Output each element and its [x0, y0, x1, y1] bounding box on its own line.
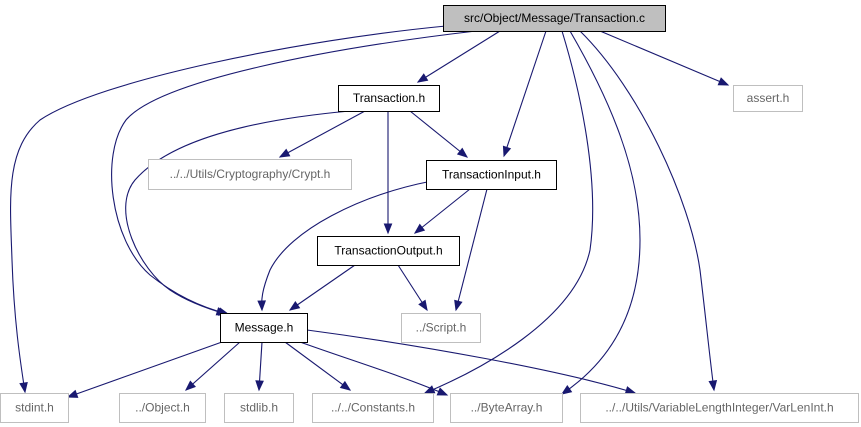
- arrowhead-root-to-stdint_h: [19, 381, 28, 394]
- node-stdint-h: stdint.h: [0, 393, 69, 423]
- edge-root-to-varlenint_h: [579, 30, 715, 391]
- node-box: [224, 393, 294, 423]
- node-label: src/Object/Message/Transaction.c: [464, 11, 645, 25]
- node-object-h: ../Object.h: [119, 393, 206, 423]
- node-varlenint-h: ../../Utils/VariableLengthInteger/VarLen…: [580, 393, 859, 423]
- edge-tin_h-to-script_h: [455, 188, 488, 311]
- edge-message_h-to-bytearray_h: [299, 341, 448, 396]
- node-stdlib-h: stdlib.h: [224, 393, 294, 423]
- arrowhead-message_h-to-stdint_h: [66, 389, 79, 398]
- arrowhead-message_h-to-stdlib_h: [255, 380, 264, 392]
- edge-message_h-to-stdint_h: [67, 341, 223, 398]
- edge-root-to-assert_h: [599, 30, 729, 86]
- edge-tout_h-to-message_h: [289, 264, 356, 311]
- arrowhead-transaction_h-to-crypt_h: [278, 148, 291, 158]
- node-box: [148, 159, 352, 190]
- arrowhead-root-to-varlenint_h: [708, 380, 718, 392]
- node-box: [338, 85, 440, 112]
- edge-message_h-to-constants_h: [284, 341, 351, 391]
- edge-root-to-message_h: [111, 30, 477, 315]
- node-tin-h[interactable]: TransactionInput.h: [426, 160, 557, 190]
- node-message-h[interactable]: Message.h: [220, 313, 308, 343]
- node-box: [450, 393, 563, 423]
- arrowhead-tin_h-to-script_h: [454, 299, 463, 312]
- node-script-h: ../Script.h: [401, 313, 481, 343]
- edge-transaction_h-to-crypt_h: [279, 110, 366, 158]
- arrowhead-message_h-to-varlenint_h: [624, 386, 637, 395]
- node-box: [119, 393, 206, 423]
- node-label: ../../Utils/VariableLengthInteger/VarLen…: [605, 401, 833, 415]
- node-crypt-h: ../../Utils/Cryptography/Crypt.h: [148, 159, 352, 190]
- node-label: stdint.h: [15, 401, 54, 415]
- node-assert-h: assert.h: [733, 85, 803, 112]
- node-box: [401, 313, 481, 343]
- node-label: ../ByteArray.h: [471, 401, 543, 415]
- node-label: ../../Utils/Cryptography/Crypt.h: [170, 167, 331, 181]
- node-bytearray-h: ../ByteArray.h: [450, 393, 563, 423]
- arrowhead-tout_h-to-message_h: [288, 301, 301, 311]
- node-box: [733, 85, 803, 112]
- node-label: TransactionInput.h: [442, 168, 541, 182]
- edge-root-to-constants_h: [424, 30, 594, 394]
- arrowhead-root-to-assert_h: [717, 77, 730, 86]
- arrowhead-transaction_h-to-tout_h: [383, 223, 393, 235]
- node-label: Transaction.h: [353, 91, 425, 105]
- arrowhead-tout_h-to-script_h: [418, 299, 428, 312]
- arrowhead-tin_h-to-tout_h: [413, 223, 426, 234]
- edge-transaction_h-to-message_h: [125, 110, 351, 315]
- node-label: ../../Constants.h: [331, 401, 415, 415]
- node-label: assert.h: [747, 91, 790, 105]
- node-label: stdlib.h: [240, 401, 278, 415]
- edge-root-to-transaction_h: [417, 30, 501, 83]
- node-label: ../Object.h: [135, 401, 190, 415]
- node-box: [580, 393, 859, 423]
- node-label: Message.h: [235, 321, 294, 335]
- edge-tin_h-to-tout_h: [414, 188, 471, 234]
- edge-root-to-tin_h: [503, 30, 547, 157]
- node-box: [0, 393, 69, 423]
- edge-root-to-bytearray_h: [561, 30, 641, 395]
- arrowhead-root-to-transaction_h: [416, 73, 429, 83]
- node-root[interactable]: src/Object/Message/Transaction.c: [443, 5, 666, 32]
- arrowhead-message_h-to-object_h: [184, 380, 196, 391]
- edge-root-to-stdint_h: [10, 25, 447, 393]
- node-transaction-h[interactable]: Transaction.h: [338, 85, 440, 112]
- node-box: [317, 236, 460, 266]
- node-box: [426, 160, 557, 190]
- arrowhead-message_h-to-bytearray_h: [436, 387, 449, 396]
- node-tout-h[interactable]: TransactionOutput.h: [317, 236, 460, 266]
- node-box: [220, 313, 308, 343]
- arrowhead-root-to-tin_h: [502, 145, 512, 158]
- edges-layer: [10, 25, 730, 398]
- node-label: TransactionOutput.h: [334, 244, 442, 258]
- edge-transaction_h-to-tin_h: [409, 110, 468, 158]
- arrowhead-transaction_h-to-tin_h: [456, 147, 469, 158]
- node-box: [443, 5, 666, 32]
- node-label: ../Script.h: [416, 321, 467, 335]
- nodes-layer: src/Object/Message/Transaction.cTransact…: [0, 5, 859, 423]
- node-constants-h: ../../Constants.h: [312, 393, 434, 423]
- edge-message_h-to-varlenint_h: [306, 329, 636, 394]
- arrowhead-message_h-to-constants_h: [339, 380, 352, 391]
- edge-message_h-to-object_h: [185, 341, 241, 391]
- edge-tin_h-to-message_h: [261, 180, 433, 311]
- node-box: [312, 393, 434, 423]
- arrowhead-tin_h-to-message_h: [257, 300, 266, 312]
- arrowhead-root-to-bytearray_h: [560, 384, 573, 395]
